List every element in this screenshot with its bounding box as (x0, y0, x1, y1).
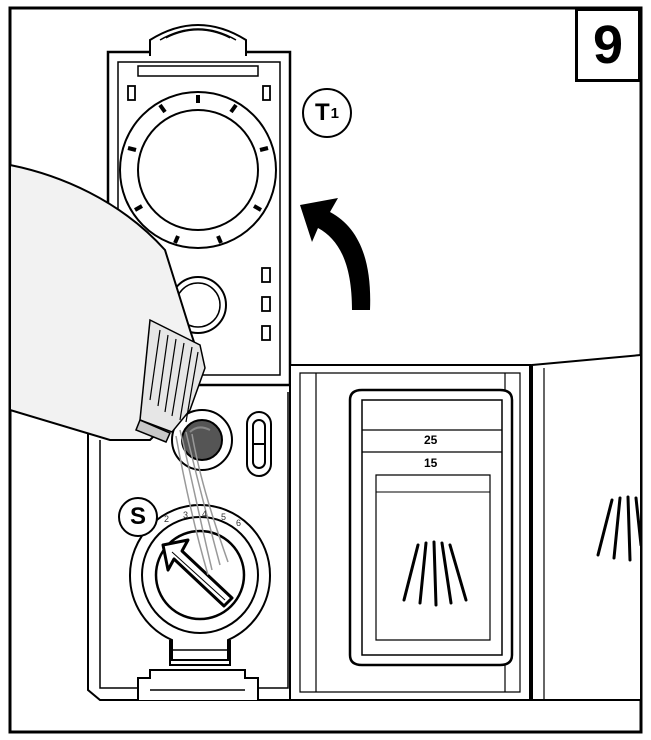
callout-s: S (118, 497, 158, 537)
filler-opening (171, 409, 233, 471)
spray-lines-icon (402, 540, 468, 607)
bottom-latch (137, 669, 259, 700)
level-indicator-slot (246, 411, 272, 477)
rinse-aid-bottle (9, 163, 206, 443)
callout-s-letter: S (129, 503, 146, 530)
dial-number: 5 (221, 512, 227, 522)
dial-number: 4 (202, 509, 208, 519)
adjacent-panel (531, 353, 642, 701)
detergent-compartment (289, 364, 531, 701)
step-number-box: 9 (575, 8, 641, 82)
spray-lines-icon (596, 495, 643, 562)
dial-number: 6 (236, 518, 242, 528)
callout-t1-letter: T (314, 99, 330, 126)
dial-number: 3 (183, 510, 189, 520)
dial-number: 2 (164, 514, 170, 524)
dosage-mark-upper: 25 (424, 433, 438, 447)
step-number: 9 (592, 15, 624, 75)
liquid-stream (175, 429, 229, 576)
curved-arrow-icon (300, 198, 371, 310)
dosage-dial (128, 504, 272, 666)
callout-t1-subscript: 1 (330, 104, 339, 122)
dosage-mark-lower: 15 (424, 456, 438, 470)
